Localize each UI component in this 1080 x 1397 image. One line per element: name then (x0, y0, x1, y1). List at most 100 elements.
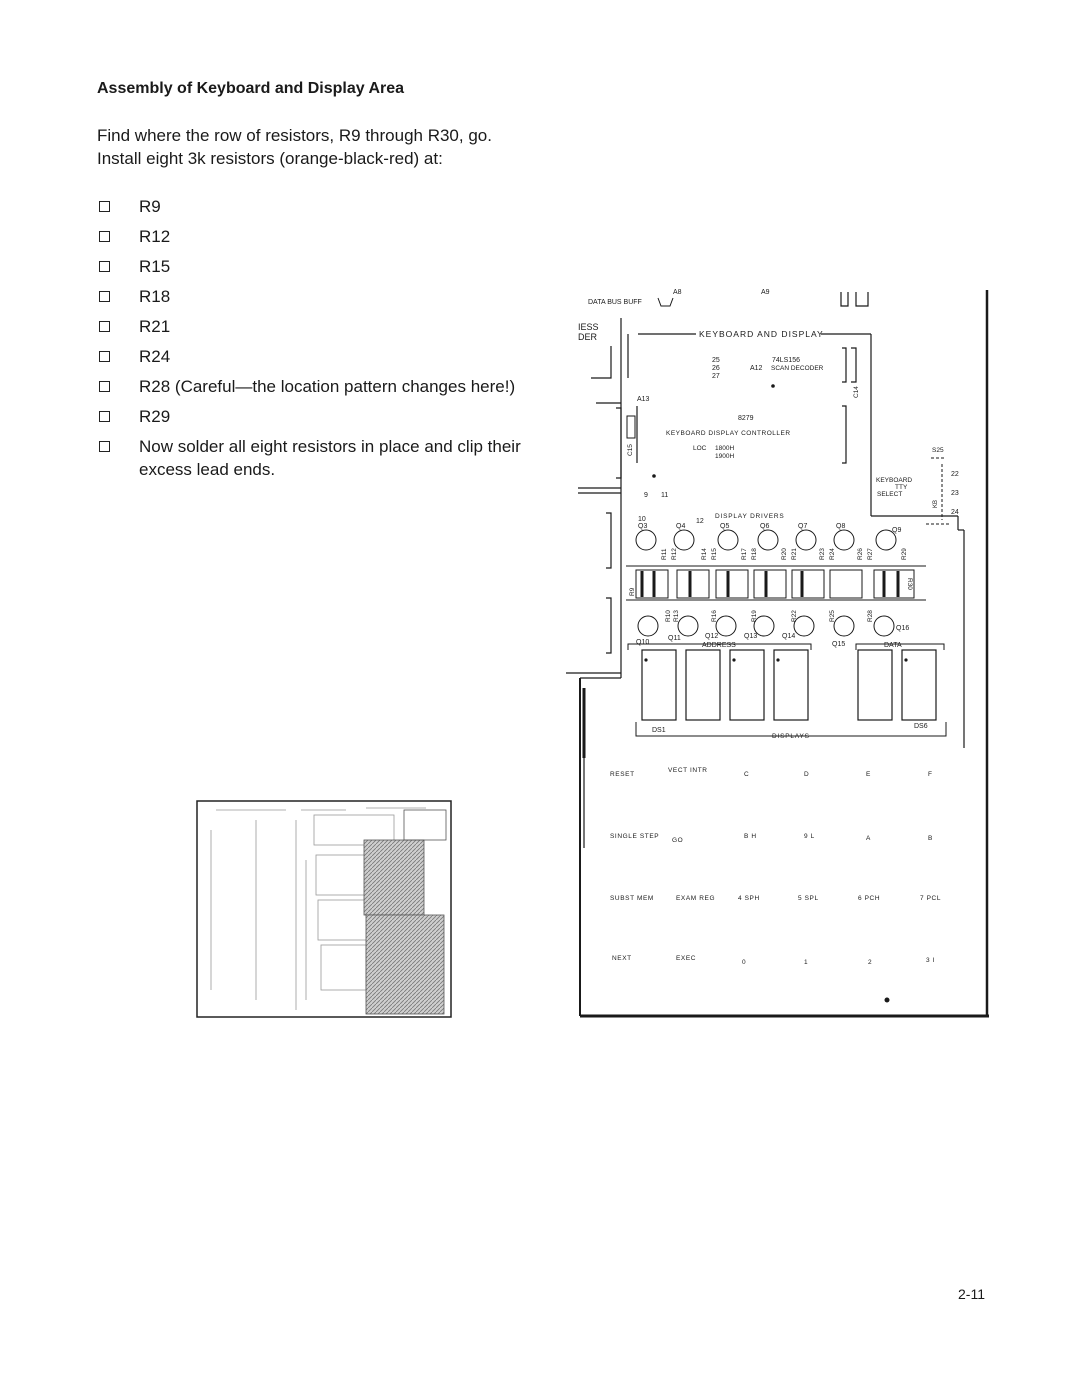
display-drivers-label: DISPLAY DRIVERS (715, 513, 785, 520)
checklist-item-text: R21 (139, 317, 171, 336)
resistor-label: R17 (741, 548, 748, 560)
checklist-item[interactable]: R24 (97, 345, 527, 368)
data-bus-buff-label: DATA BUS BUFF (588, 299, 642, 306)
key-label: 5 SPL (798, 895, 819, 902)
transistor-label: Q14 (782, 633, 795, 640)
ds1-label: DS1 (652, 727, 666, 734)
key-label: 9 L (804, 833, 815, 840)
left-edge-label-1: IESS (578, 322, 599, 332)
resistor-label: R20 (781, 548, 788, 560)
resistor-label: R26 (857, 548, 864, 560)
resistor-label: R21 (791, 548, 798, 560)
checkbox-icon[interactable] (99, 321, 110, 332)
transistor-label: Q13 (744, 633, 757, 640)
key-label: 7 PCL (920, 895, 941, 902)
checklist-item[interactable]: Now solder all eight resistors in place … (97, 435, 527, 481)
key-label: E (866, 771, 871, 778)
checklist-item-text: R15 (139, 257, 171, 276)
checklist-item[interactable]: R29 (97, 405, 527, 428)
checklist-item[interactable]: R9 (97, 195, 527, 218)
checklist-item[interactable]: R21 (97, 315, 527, 338)
a12-label: A12 (750, 365, 763, 372)
upper-resistor-labels: R11 R12 R14 R15 R17 R18 R20 R21 R23 R24 … (661, 548, 908, 560)
c15-label: C15 (627, 444, 634, 456)
select-label: SELECT (877, 491, 902, 498)
loc-value-1: 1800H (715, 445, 734, 452)
board-locator-thumbnail (196, 800, 452, 1018)
key-label: F (928, 771, 933, 778)
pin-10: 10 (638, 516, 646, 523)
pin-22: 22 (951, 471, 959, 478)
page-number: 2-11 (958, 1286, 985, 1302)
key-label: B (928, 835, 933, 842)
key-label: B H (744, 833, 757, 840)
checkbox-icon[interactable] (99, 201, 110, 212)
tty-label: TTY (895, 484, 908, 491)
key-label: GO (672, 837, 683, 844)
transistor-label: Q9 (892, 527, 901, 534)
checkbox-icon[interactable] (99, 291, 110, 302)
r9-label: R9 (629, 587, 636, 596)
transistor-label: Q4 (676, 523, 685, 530)
key-label: SINGLE STEP (610, 833, 659, 840)
resistor-bank (626, 565, 926, 601)
resistor-label: R11 (661, 548, 668, 560)
scan-decoder-part: 74LS156 (772, 357, 800, 364)
resistor-label: R28 (867, 610, 874, 622)
checklist-item[interactable]: R12 (97, 225, 527, 248)
displays-label: DISPLAYS (772, 733, 810, 740)
pin-23: 23 (951, 490, 959, 497)
loc-label: LOC (693, 445, 707, 452)
key-label: SUBST MEM (610, 895, 654, 902)
checklist-item-text: R9 (139, 197, 161, 216)
checkbox-icon[interactable] (99, 231, 110, 242)
r30-label: R30 (906, 578, 913, 590)
resistor-label: R25 (829, 610, 836, 622)
transistor-label: Q5 (720, 523, 729, 530)
a13-label: A13 (637, 396, 650, 403)
checklist-item-text: R28 (Careful—the location pattern change… (139, 377, 516, 396)
section-heading: Assembly of Keyboard and Display Area (97, 80, 405, 97)
key-label: 1 (804, 959, 808, 966)
keypad-legends: RESET VECT INTR C D E F SINGLE STEP GO B… (610, 767, 941, 966)
key-label: 4 SPH (738, 895, 760, 902)
transistor-label: Q16 (896, 625, 909, 632)
checkbox-icon[interactable] (99, 441, 110, 452)
data-label: DATA (884, 642, 902, 649)
resistor-label: R23 (819, 548, 826, 560)
lower-resistor-labels: R10 R13 R16 R19 R22 R25 R28 (665, 610, 874, 622)
checklist-item[interactable]: R15 (97, 255, 527, 278)
upper-transistor-row: Q3 Q4 Q5 Q6 Q7 Q8 Q9 (635, 523, 901, 551)
resistor-label: R14 (701, 548, 708, 560)
keyboard-display-title: KEYBOARD AND DISPLAY (699, 329, 824, 339)
checklist-item[interactable]: R28 (Careful—the location pattern change… (97, 375, 527, 398)
checkbox-icon[interactable] (99, 351, 110, 362)
checkbox-icon[interactable] (99, 411, 110, 422)
key-label: EXAM REG (676, 895, 715, 902)
resistor-label: R13 (673, 610, 680, 622)
key-label: EXEC (676, 955, 696, 962)
resistor-label: R15 (711, 548, 718, 560)
lower-transistor-row: Q10 Q11 Q12 Q13 Q14 Q15 Q16 (636, 615, 909, 648)
key-label: D (804, 771, 809, 778)
resistor-checklist: R9 R12 R15 R18 R21 R24 R28 (Careful—the … (97, 195, 527, 488)
checklist-item[interactable]: R18 (97, 285, 527, 308)
key-label: NEXT (612, 955, 632, 962)
checklist-item-text: R29 (139, 407, 171, 426)
resistor-label: R18 (751, 548, 758, 560)
pin-11: 11 (661, 492, 668, 499)
checkbox-icon[interactable] (99, 261, 110, 272)
resistor-label: R12 (671, 548, 678, 560)
transistor-label: Q11 (668, 635, 681, 642)
key-label: 3 I (926, 957, 935, 964)
key-label: VECT INTR (668, 767, 708, 774)
checkbox-icon[interactable] (99, 381, 110, 392)
ds6-label: DS6 (914, 723, 928, 730)
s25-label: S25 (932, 447, 944, 454)
key-label: 6 PCH (858, 895, 880, 902)
transistor-label: Q3 (638, 523, 647, 530)
resistor-label: R19 (751, 610, 758, 622)
pin-26: 26 (712, 365, 720, 372)
transistor-label: Q7 (798, 523, 807, 530)
loc-value-2: 1900H (715, 453, 734, 460)
